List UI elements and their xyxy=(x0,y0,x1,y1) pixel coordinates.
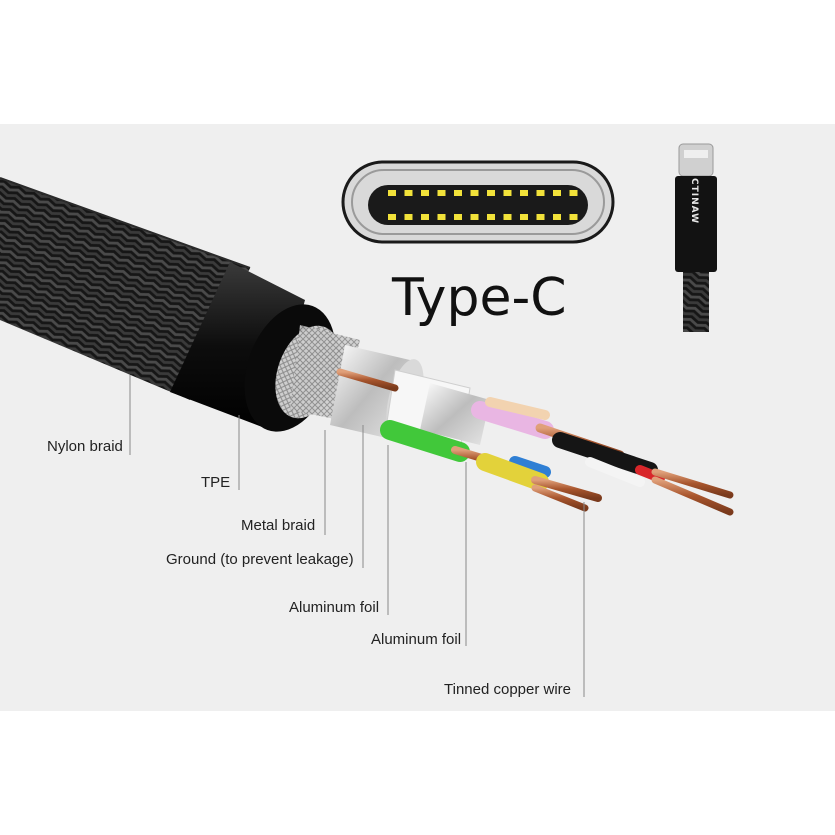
contact-pin xyxy=(503,214,512,220)
brand-text: CTINAW xyxy=(689,178,699,224)
contact-pin xyxy=(569,214,578,220)
leader-lines xyxy=(129,375,585,697)
contact-pin xyxy=(421,214,429,220)
contact-pin xyxy=(536,190,545,196)
contact-pin xyxy=(388,190,396,196)
port-contacts xyxy=(388,190,578,220)
label-tinned-copper-wire: Tinned copper wire xyxy=(444,681,572,698)
ground-copper-strand xyxy=(336,368,399,392)
label-ground: Ground (to prevent leakage) xyxy=(166,551,354,568)
label-aluminum-foil-2: Aluminum foil xyxy=(371,631,462,648)
contact-pin xyxy=(437,190,446,196)
contact-pin xyxy=(569,190,578,196)
contact-pin xyxy=(553,190,561,196)
contact-pin xyxy=(536,214,545,220)
contact-pin xyxy=(503,190,512,196)
contact-pin xyxy=(520,190,528,196)
label-aluminum-foil-1: Aluminum foil xyxy=(289,599,380,616)
contact-pin xyxy=(454,190,462,196)
contact-pin xyxy=(404,190,413,196)
nylon-braid-jacket xyxy=(0,177,251,400)
contact-pin xyxy=(404,214,413,220)
contact-pin xyxy=(470,214,479,220)
contact-pin xyxy=(388,214,396,220)
type-c-plug-photo: CTINAW xyxy=(675,143,717,332)
label-nylon-braid: Nylon braid xyxy=(47,438,123,455)
contact-pin xyxy=(487,190,495,196)
contact-pin xyxy=(487,214,495,220)
contact-pin xyxy=(437,214,446,220)
contact-pin xyxy=(421,190,429,196)
label-metal-braid: Metal braid xyxy=(241,517,316,534)
type-c-title: Type-C xyxy=(392,268,567,328)
contact-pin xyxy=(553,214,561,220)
type-c-port-diagram xyxy=(341,160,615,244)
conductor-wires xyxy=(380,397,734,516)
contact-pin xyxy=(454,214,462,220)
contact-pin xyxy=(470,190,479,196)
label-tpe: TPE xyxy=(201,474,231,491)
contact-pin xyxy=(520,214,528,220)
